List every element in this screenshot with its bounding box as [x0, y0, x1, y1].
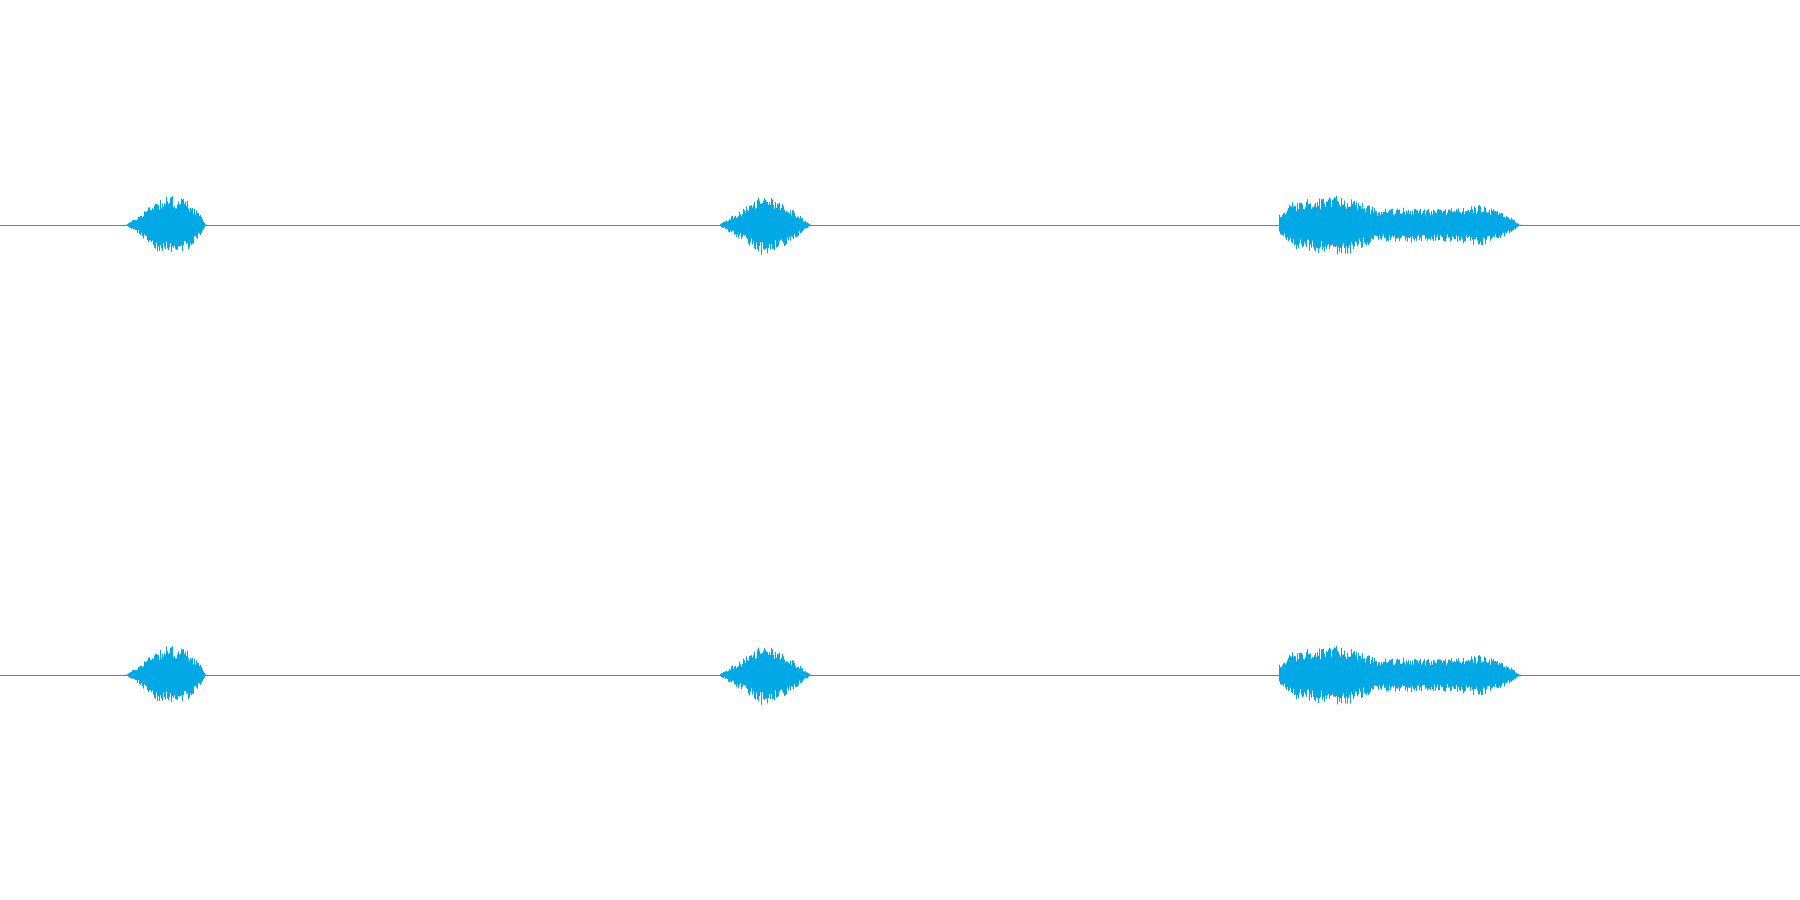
channel-1-burst-1	[126, 196, 207, 252]
channel-2-burst-2	[720, 647, 811, 705]
channel-1-burst-2	[720, 197, 811, 255]
channel-1-burst-3	[1279, 195, 1521, 255]
channel-2	[0, 645, 1800, 705]
channel-2-burst-1	[126, 646, 207, 702]
channel-2-burst-3	[1279, 645, 1521, 705]
channel-1	[0, 195, 1800, 255]
